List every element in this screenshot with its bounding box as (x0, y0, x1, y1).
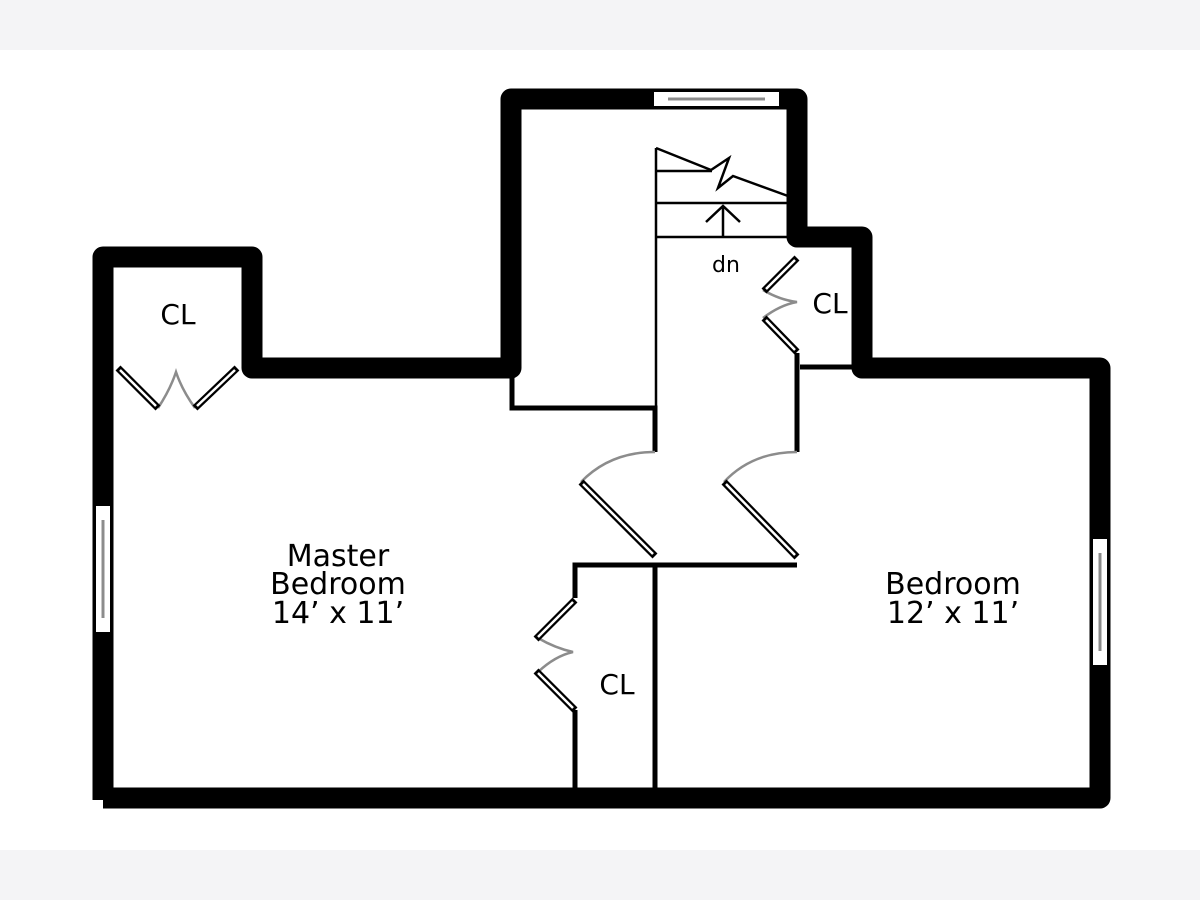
floor-plan: dn CL CL CL (0, 50, 1200, 850)
master-bedroom-name-1: Master (287, 539, 390, 574)
bedroom-name: Bedroom (885, 567, 1021, 602)
arrow-up-icon (705, 204, 741, 237)
interior-walls (509, 353, 856, 792)
door-leaves (115, 255, 800, 713)
stairs-label: dn (712, 253, 740, 278)
window-top (652, 90, 781, 108)
closet-label-hall: CL (812, 287, 848, 320)
window-left (94, 504, 112, 634)
master-bedroom-name-2: Bedroom (270, 567, 406, 602)
exterior-walls (92, 88, 1111, 809)
master-bedroom-size: 14’ x 11’ (272, 596, 404, 631)
stairs (654, 146, 789, 408)
stair-break-line (655, 146, 789, 198)
door-swings (156, 288, 798, 673)
bedroom-size: 12’ x 11’ (887, 596, 1019, 631)
closet-label-lower: CL (599, 668, 635, 701)
closet-label-top-left: CL (160, 298, 196, 331)
window-right (1091, 537, 1109, 667)
